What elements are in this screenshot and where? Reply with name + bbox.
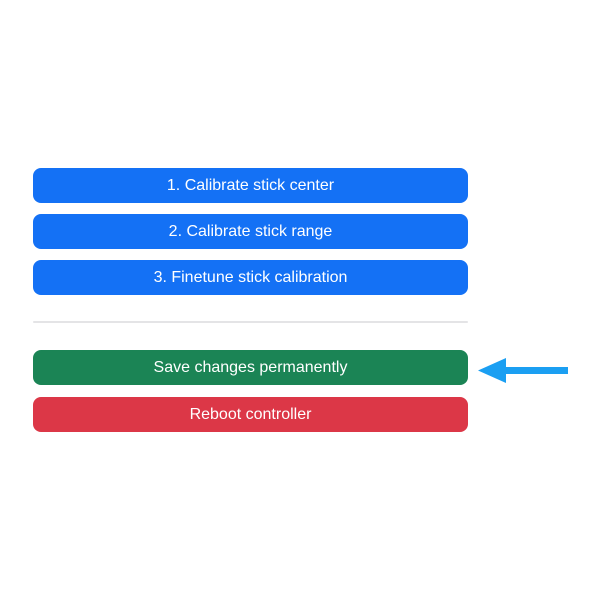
- arrow-left-icon: [478, 358, 568, 383]
- reboot-controller-button[interactable]: Reboot controller: [33, 397, 468, 432]
- button-stack: 1. Calibrate stick center 2. Calibrate s…: [33, 168, 468, 432]
- calibrate-stick-range-button[interactable]: 2. Calibrate stick range: [33, 214, 468, 249]
- arrow-left-shape: [478, 358, 568, 383]
- divider: [33, 321, 468, 323]
- finetune-stick-calibration-button[interactable]: 3. Finetune stick calibration: [33, 260, 468, 295]
- save-changes-button[interactable]: Save changes permanently: [33, 350, 468, 385]
- calibrate-stick-center-button[interactable]: 1. Calibrate stick center: [33, 168, 468, 203]
